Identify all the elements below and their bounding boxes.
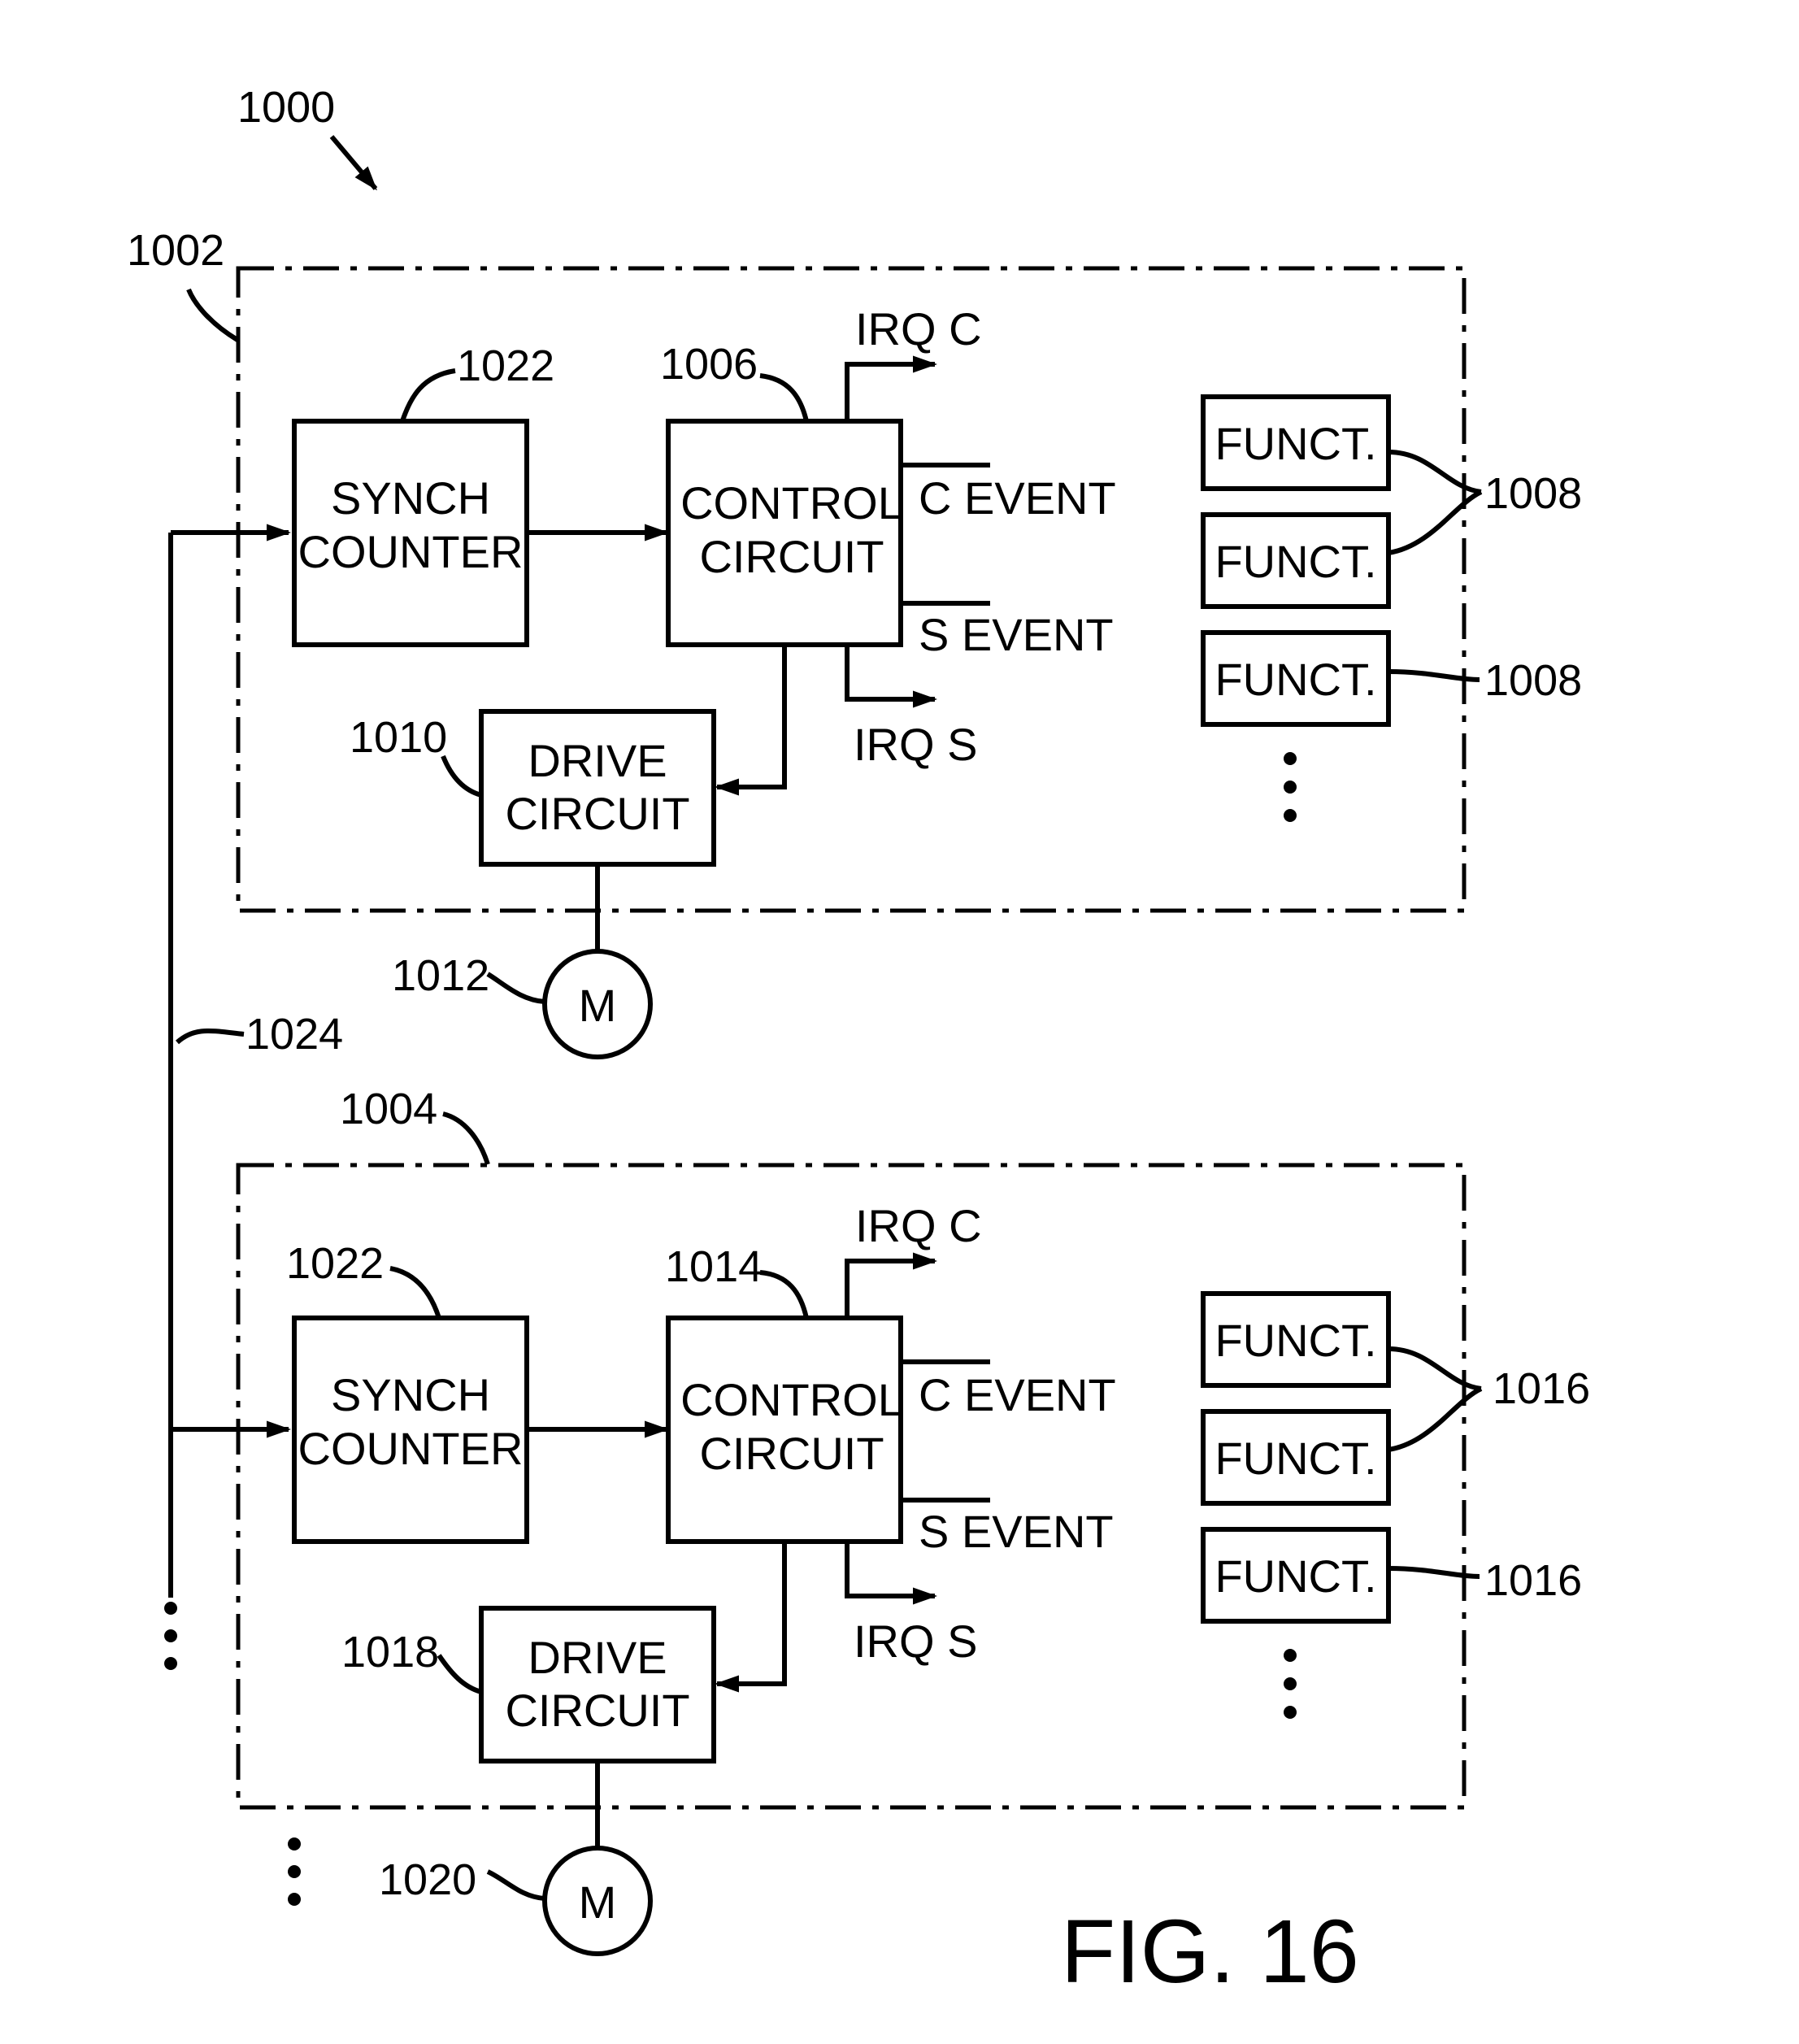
control-ref-leader <box>759 1270 809 1319</box>
funct-box-1 <box>1201 1291 1391 1388</box>
funct-box-3 <box>1201 1527 1391 1624</box>
funct-box-3 <box>1201 630 1391 727</box>
c-event-label: C EVENT <box>919 472 1116 524</box>
s-event-label: S EVENT <box>919 1506 1114 1557</box>
funct-single-ref: 1016 <box>1484 1556 1582 1605</box>
figure-ref: 1000 <box>237 83 335 132</box>
module-ref-leader <box>442 1111 490 1165</box>
funct-continuation-dots <box>1284 1649 1297 1719</box>
funct-label-3: FUNCT. <box>1215 654 1376 705</box>
control-circuit-ref: 1006 <box>660 340 758 389</box>
drive-circuit-label-line2: CIRCUIT <box>505 788 689 839</box>
funct-label-3: FUNCT. <box>1215 1550 1376 1602</box>
control-circuit-label-line2: CIRCUIT <box>699 1428 884 1479</box>
control-to-drive-arrow <box>715 645 787 796</box>
s-event-label: S EVENT <box>919 609 1114 660</box>
synch-counter-box <box>292 419 529 647</box>
drive-circuit-label-line1: DRIVE <box>528 1632 667 1683</box>
synch-counter-ref: 1022 <box>457 341 554 390</box>
irq-c-arrow <box>845 1252 937 1318</box>
drive-circuit-ref: 1010 <box>350 713 447 762</box>
irq-s-arrow <box>845 645 937 708</box>
control-circuit-ref: 1014 <box>665 1242 763 1291</box>
irq-s-label: IRQ S <box>854 719 977 770</box>
c-event-label: C EVENT <box>919 1369 1116 1420</box>
module-boundary <box>236 266 1467 913</box>
drive-circuit-label-line1: DRIVE <box>528 735 667 786</box>
module-ref: 1002 <box>127 226 224 275</box>
irq-s-label: IRQ S <box>854 1616 977 1667</box>
synch-ref-leader <box>400 368 456 422</box>
funct-group-bracket <box>1388 1346 1483 1452</box>
figure-title: FIG. 16 <box>1061 1902 1359 2002</box>
drive-ref-leader <box>441 755 482 798</box>
bus-ref: 1024 <box>246 1010 343 1059</box>
funct-single-leader <box>1388 1566 1480 1579</box>
synch-counter-box <box>292 1316 529 1544</box>
module-ref: 1004 <box>340 1085 437 1133</box>
funct-group-ref: 1008 <box>1484 469 1582 518</box>
figure-ref-arrow <box>329 135 378 191</box>
bus-line <box>168 524 291 1598</box>
funct-continuation-dots <box>1284 752 1297 822</box>
irq-c-arrow <box>845 355 937 421</box>
funct-box-1 <box>1201 394 1391 491</box>
control-circuit-label-line1: CONTROL <box>680 1374 903 1425</box>
bus-ref-leader <box>175 1029 245 1045</box>
synch-counter-label-line1: SYNCH <box>331 1369 490 1420</box>
funct-label-2: FUNCT. <box>1215 1433 1376 1484</box>
motor-label: M <box>579 980 617 1031</box>
control-circuit-label-line1: CONTROL <box>680 477 903 528</box>
drive-circuit-label-line2: CIRCUIT <box>505 1685 689 1736</box>
funct-box-2 <box>1201 512 1391 609</box>
motor-ref-leader <box>486 1869 545 1901</box>
control-circuit-label-line2: CIRCUIT <box>699 531 884 582</box>
synch-ref-leader <box>389 1266 441 1319</box>
funct-group-bracket <box>1388 450 1483 555</box>
control-to-drive-arrow <box>715 1542 787 1693</box>
module-continuation-dots <box>288 1837 301 1906</box>
bus-continuation-dots <box>164 1602 177 1670</box>
funct-single-leader <box>1388 669 1480 682</box>
control-ref-leader <box>759 373 809 422</box>
synch-counter-label-line2: COUNTER <box>298 1423 524 1474</box>
synch-counter-label-line2: COUNTER <box>298 526 524 577</box>
synch-counter-ref: 1022 <box>286 1239 384 1288</box>
motor-label: M <box>579 1877 617 1928</box>
funct-label-2: FUNCT. <box>1215 536 1376 587</box>
module-1002: 1002 SYNCH COUNTER 1022 CONTROL CIRCUIT … <box>127 226 1582 1059</box>
drive-ref-leader <box>437 1654 482 1694</box>
drive-circuit-ref: 1018 <box>341 1628 439 1677</box>
funct-single-ref: 1008 <box>1484 656 1582 705</box>
funct-group-ref: 1016 <box>1493 1364 1590 1413</box>
funct-label-1: FUNCT. <box>1215 1315 1376 1366</box>
synch-counter-label-line1: SYNCH <box>331 472 490 524</box>
module-ref-leader <box>186 288 239 342</box>
funct-label-1: FUNCT. <box>1215 418 1376 469</box>
module-boundary <box>236 1163 1467 1810</box>
irq-c-label: IRQ C <box>855 303 982 354</box>
motor-ref-leader <box>486 972 545 1004</box>
module-1004: 1004 SYNCH COUNTER 1022 CONTROL CIRCUIT … <box>236 1085 1590 1956</box>
motor-circle <box>542 949 653 1059</box>
motor-ref: 1020 <box>379 1855 476 1904</box>
motor-circle <box>542 1846 653 1956</box>
motor-ref: 1012 <box>392 951 489 1000</box>
drive-circuit-box <box>479 709 716 867</box>
irq-c-label: IRQ C <box>855 1200 982 1251</box>
funct-box-2 <box>1201 1409 1391 1506</box>
control-circuit-box <box>666 1316 903 1544</box>
irq-s-arrow <box>845 1542 937 1605</box>
